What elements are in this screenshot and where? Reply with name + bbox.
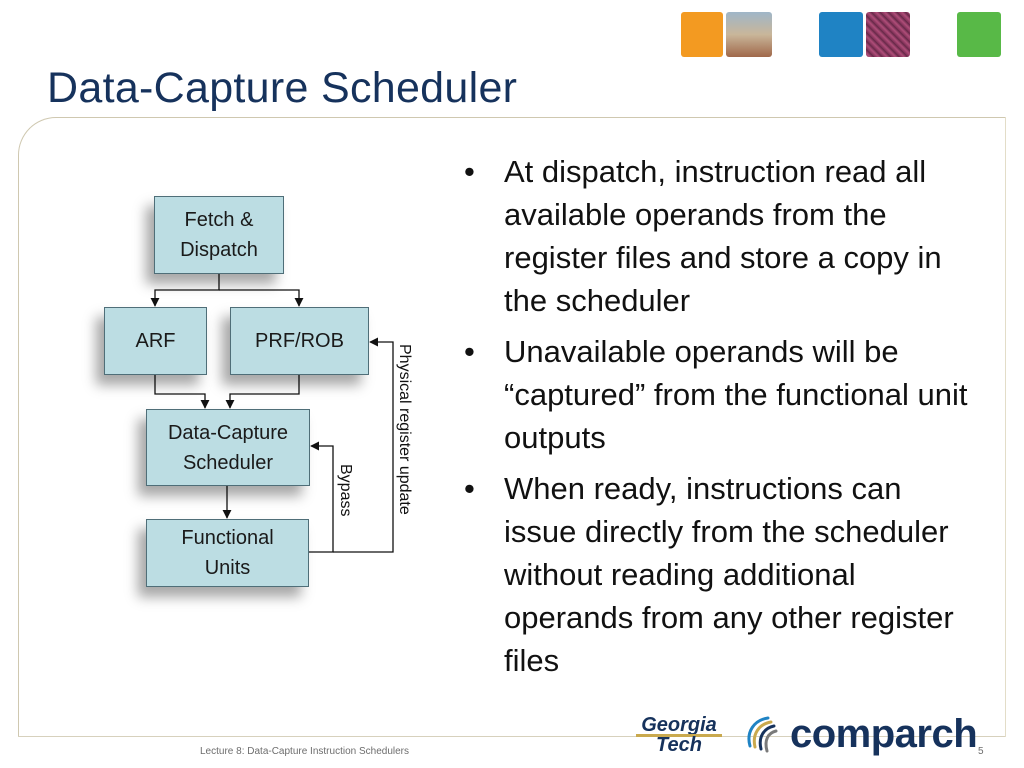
connector-arf-to-scheduler xyxy=(154,375,210,409)
bullet-item: At dispatch, instruction read all availa… xyxy=(462,150,982,322)
deco-square-blue xyxy=(819,12,863,57)
box-data-capture-scheduler: Data-Capture Scheduler xyxy=(146,409,310,486)
label-physical-register-update: Physical register update xyxy=(396,344,413,515)
box-functional-units: Functional Units xyxy=(146,519,309,587)
box-prf-rob: PRF/ROB xyxy=(230,307,369,375)
content-frame-right-line xyxy=(1005,117,1006,737)
bullet-item: Unavailable operands will be “captured” … xyxy=(462,330,982,459)
comparch-logo: comparch xyxy=(790,712,978,756)
label-bypass: Bypass xyxy=(337,464,354,517)
bullet-list: At dispatch, instruction read all availa… xyxy=(462,150,982,690)
box-fetch-dispatch: Fetch & Dispatch xyxy=(154,196,284,274)
georgia-tech-logo: Georgia Tech xyxy=(632,714,726,758)
deco-photo-campus xyxy=(726,12,772,57)
connector-fetch-to-prf xyxy=(219,289,304,307)
georgia-tech-logo-line2: Tech xyxy=(656,734,702,756)
georgia-tech-logo-bar xyxy=(636,734,722,737)
content-frame xyxy=(18,117,1006,737)
connector-bypass xyxy=(309,441,334,553)
connector-fetch-to-arf xyxy=(150,274,220,307)
connector-physical-register-update xyxy=(333,337,394,553)
footer-lecture-title: Lecture 8: Data-Capture Instruction Sche… xyxy=(200,746,409,757)
deco-square-green xyxy=(957,12,1001,57)
deco-square-orange xyxy=(681,12,723,57)
georgia-tech-logo-line1: Georgia xyxy=(641,714,717,736)
deco-photo-circuit xyxy=(866,12,910,57)
connector-prf-to-scheduler xyxy=(225,375,300,409)
page-number: 5 xyxy=(978,746,984,757)
content-frame-bottom-line xyxy=(18,736,1006,737)
slide-title: Data-Capture Scheduler xyxy=(47,64,518,112)
box-arf: ARF xyxy=(104,307,207,375)
gt-swirl-icon xyxy=(747,716,778,753)
bullet-item: When ready, instructions can issue direc… xyxy=(462,467,982,682)
